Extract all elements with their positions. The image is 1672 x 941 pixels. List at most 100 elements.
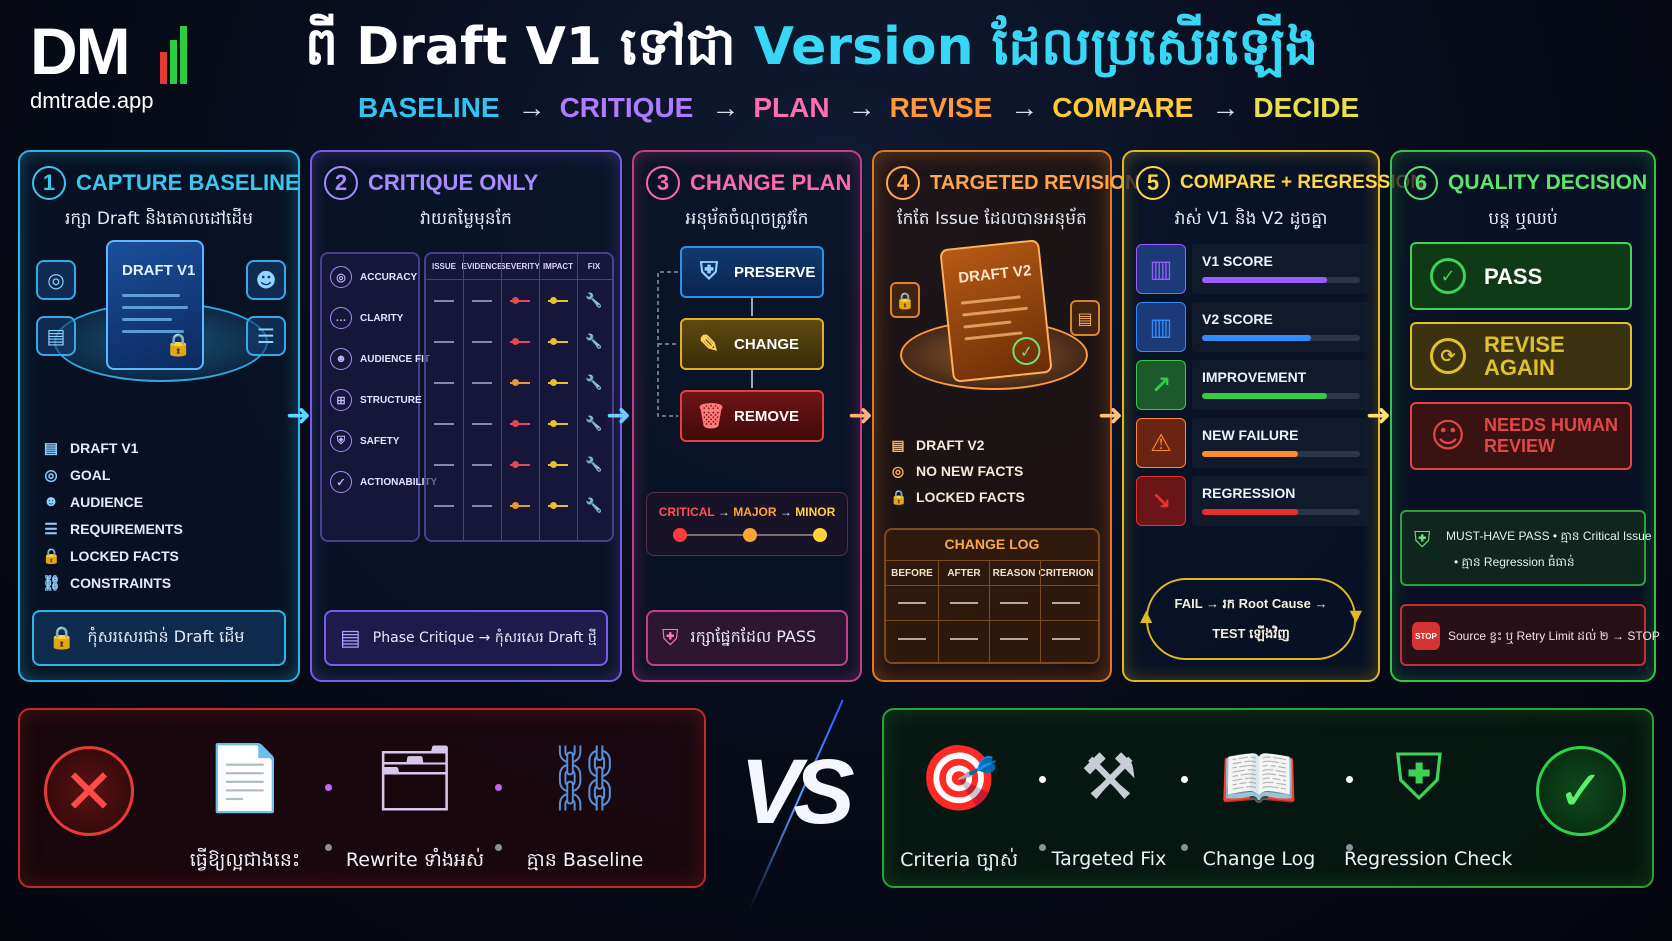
bad-practice-item: ⛓ គ្មាន Baseline: [510, 720, 660, 880]
step-subtitle: អនុម័តចំណុចត្រូវកែ: [685, 209, 809, 229]
separator-dot: [1039, 844, 1046, 851]
good-practice-item: 🎯 Criteria ច្បាស់: [884, 720, 1034, 880]
bad-practice-label: Rewrite ទាំងអស់: [345, 849, 485, 871]
bad-practice-label: គ្មាន Baseline: [526, 849, 644, 871]
criteria-list: ◎ACCURACY…CLARITY☻AUDIENCE FIT⊞STRUCTURE…: [320, 252, 437, 542]
separator-dot: [1181, 776, 1188, 783]
page-title-part1: ពី Draft V1 ទៅជា: [305, 17, 754, 77]
step-title: CHANGE PLAN: [690, 170, 852, 195]
flow-step: REVISE: [889, 92, 993, 123]
step-footer-note: ▤ Phase Critique → កុំសរសេរ Draft ថ្មី: [324, 610, 608, 666]
checklist-icon: ☰: [44, 520, 58, 538]
column-header: ISSUE: [431, 262, 457, 271]
stop-sign-icon: STOP: [1412, 622, 1440, 650]
severity-cell: [510, 461, 530, 468]
check-circle-icon: ✓: [1536, 746, 1626, 836]
impact-cell: [548, 420, 568, 427]
flow-step: BASELINE: [358, 92, 500, 123]
metric-bar: [1202, 335, 1360, 341]
bad-practice-item: 🗂Rewrite ទាំងអស់: [340, 720, 490, 880]
broken-link-icon: ⛓: [544, 741, 626, 816]
criterion-icon: ⛨: [330, 430, 352, 452]
list-item: ☻AUDIENCE: [43, 493, 144, 510]
target-icon: 🎯: [919, 741, 999, 816]
criterion-item: …CLARITY: [330, 307, 403, 329]
severity-cell: [510, 379, 530, 386]
wrench-icon: 🔧: [585, 334, 603, 350]
check-circle-icon: ✓: [1430, 258, 1466, 294]
loop-line-1: FAIL → រក Root Cause →: [1174, 596, 1328, 611]
separator-dot: [1346, 776, 1353, 783]
good-practice-label: Targeted Fix: [1051, 848, 1167, 870]
clipboard-icon: ▤: [36, 316, 76, 356]
metric-row: ▥V2 SCORE: [1136, 300, 1370, 354]
list-item: ▤DRAFT V1: [43, 439, 139, 457]
good-approach-panel: 🎯Criteria ច្បាស់⚒Targeted Fix📖Change Log…: [882, 708, 1654, 888]
metric-bar-fill: [1202, 277, 1327, 283]
table-cell: [472, 464, 492, 466]
criterion-label: STRUCTURE: [360, 394, 422, 406]
brand-logo: DM dmtrade.app: [30, 18, 200, 113]
step-critique-only: 2 CRITIQUE ONLY វាយតម្លៃមុនកែ ◎ACCURACY……: [310, 150, 622, 682]
clipboard-icon: ▤: [340, 625, 361, 651]
separator-dot: [495, 784, 502, 791]
decision-option: ✓PASS: [1410, 242, 1632, 310]
arrow-right-icon: →: [1010, 92, 1039, 123]
table-cell: [434, 341, 454, 343]
list-item: 🔒LOCKED FACTS: [42, 547, 179, 565]
plan-connector-lines: [657, 271, 753, 417]
arrow-right-icon: →: [1211, 92, 1240, 123]
table-cell: [434, 300, 454, 302]
column-header: CRITERION: [1038, 568, 1094, 579]
step-title: CAPTURE BASELINE: [76, 170, 300, 195]
list-item: 🔒LOCKED FACTS: [890, 488, 1025, 506]
wrench-icon: 🔧: [585, 293, 603, 309]
step-subtitle: វាស់ V1 និង V2 ដូចគ្នា: [1174, 209, 1328, 229]
step-number: 6: [1404, 166, 1438, 200]
metric-label: IMPROVEMENT: [1202, 369, 1307, 385]
step-footer-note: ⛨ រក្សាផ្នែកដែល PASS: [646, 610, 848, 666]
good-practice-label: Criteria ច្បាស់: [900, 849, 1018, 871]
good-practice-label: Change Log: [1202, 848, 1316, 870]
page-title-part2: Version ដែលប្រសើរឡើង: [753, 17, 1319, 77]
flow-step: PLAN: [753, 92, 830, 123]
step-header: 1 CAPTURE BASELINE: [32, 166, 300, 200]
target-icon: ◎: [44, 466, 58, 484]
criterion-item: ◎ACCURACY: [330, 266, 417, 288]
target-icon: ◎: [891, 462, 905, 479]
metric-bar-fill: [1202, 509, 1299, 515]
good-practice-label: Regression Check: [1344, 848, 1513, 870]
step-number: 3: [646, 166, 680, 200]
table-cell: [472, 300, 492, 302]
clipboard-icon: ▤: [1070, 300, 1100, 336]
impact-cell: [548, 461, 568, 468]
metric-label: NEW FAILURE: [1202, 427, 1299, 443]
step-number: 5: [1136, 166, 1170, 200]
revision-list: ▤DRAFT V2 ◎NO NEW FACTS 🔒LOCKED FACTS: [890, 432, 1025, 510]
impact-cell: [548, 338, 568, 345]
good-practice-item: ⚒Targeted Fix: [1034, 720, 1184, 880]
list-item: ◎GOAL: [42, 461, 183, 488]
step-targeted-revision: 4 TARGETED REVISION កែតែ Issue ដែលបានអនុ…: [872, 150, 1140, 682]
table-cell: [898, 638, 926, 640]
impact-cell: [548, 502, 568, 509]
metric-bar: [1202, 451, 1360, 457]
flow-step: DECIDE: [1253, 92, 1360, 123]
criterion-item: ⛨SAFETY: [330, 430, 399, 452]
shield-check-icon: ⛨: [662, 625, 679, 651]
criterion-icon: …: [330, 307, 352, 329]
severity-scale: CRITICAL → MAJOR → MINOR: [646, 492, 848, 556]
impact-cell: [548, 379, 568, 386]
remove-action: 🗑REMOVE: [680, 390, 824, 442]
must-have-note: ⛨ MUST-HAVE PASS • គ្មាន Critical Issue …: [1400, 510, 1652, 586]
users-icon: ☻: [246, 260, 286, 300]
table-cell: [472, 423, 492, 425]
list-item: ▤DRAFT V2: [891, 436, 985, 454]
column-header: EVIDENCE: [461, 262, 503, 271]
draft-v2-document-icon: DRAFT V2 ✓: [939, 239, 1053, 383]
step-capture-baseline: 1 CAPTURE BASELINE រក្សា Draft និងគោលដៅដ…: [18, 150, 300, 682]
severity-cell: [510, 502, 530, 509]
step-subtitle: រក្សា Draft និងគោលដៅដើម: [65, 209, 253, 229]
